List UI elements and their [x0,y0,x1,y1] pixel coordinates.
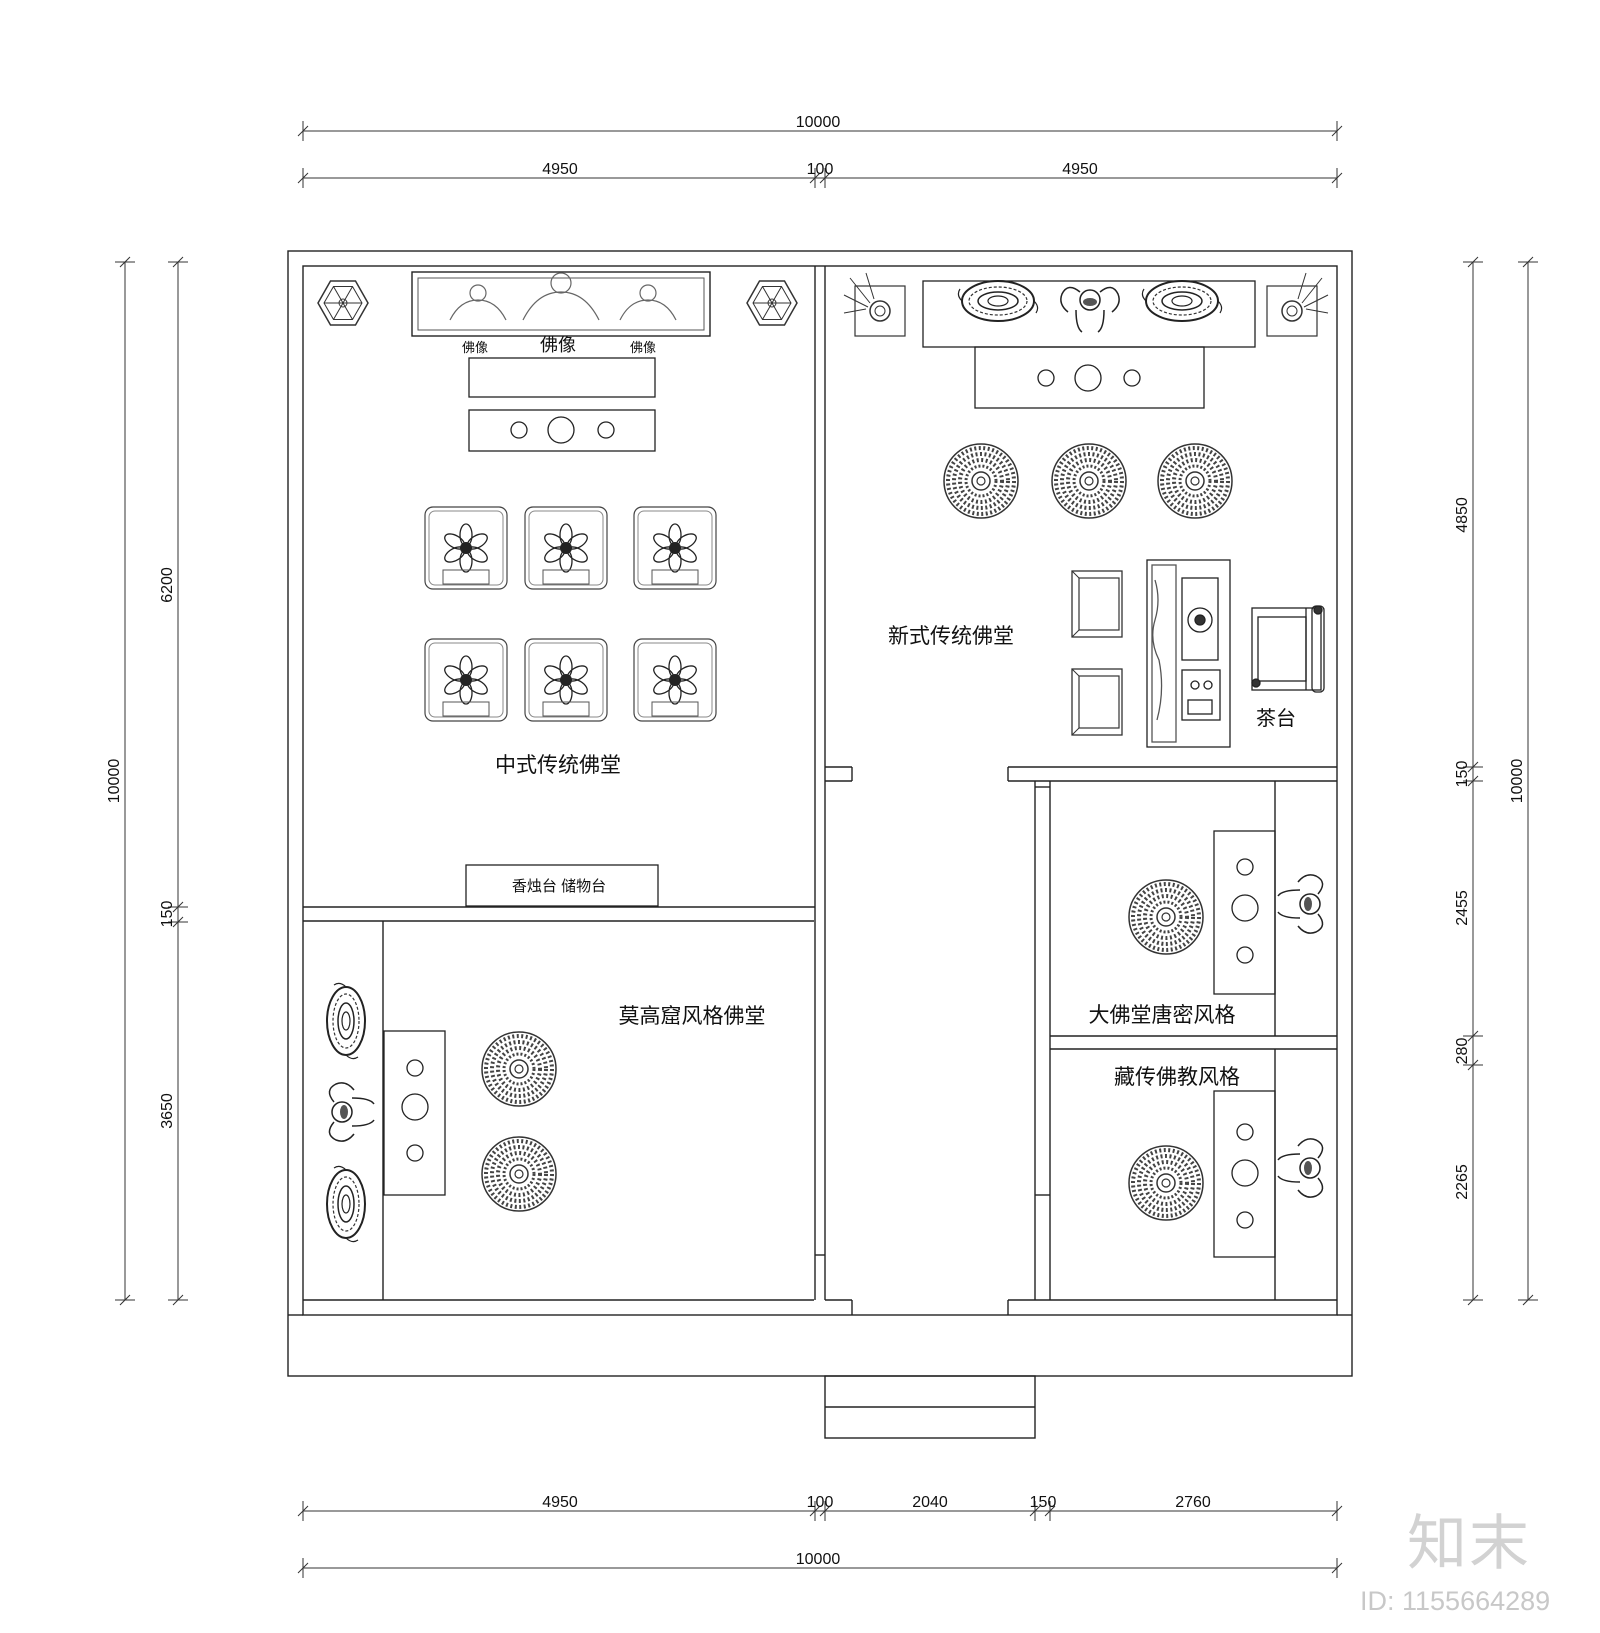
dim-right-upper: 4850 [1454,497,1471,533]
armchair-icon [1251,605,1325,693]
room-tibetan-hall: 藏传佛教风格 [1114,1066,1324,1258]
buddha-figure-icon [1277,1138,1324,1198]
round-cushion-icon [480,1030,558,1108]
dim-right-total: 10000 [1509,759,1526,804]
label-incense-storage: 香烛台 储物台 [512,878,606,895]
walls [287,250,1353,1439]
dim-left-total: 10000 [106,759,123,804]
watermark-id: ID: 1155664289 [1360,1586,1551,1616]
lotus-cushion-icon [633,506,717,590]
dim-right-lower: 2265 [1454,1164,1471,1200]
round-cushion-icon [1127,878,1205,956]
incense-storage-table [465,864,659,907]
buddha-figure-icon [1277,874,1324,934]
room-label-modern: 新式传统佛堂 [888,625,1014,648]
room-label-mogao: 莫高窟风格佛堂 [619,1005,766,1028]
dim-top-total: 10000 [796,114,841,131]
candle-stand-icon [843,272,906,337]
dim-bottom-right: 2760 [1175,1494,1211,1511]
dim-bottom-wall2: 150 [1030,1494,1057,1511]
lotus-cushion-icon [424,506,508,590]
lotus-lamp-icon [957,280,1039,322]
dimension-lines [115,121,1538,1578]
shrine-cabinet [922,280,1256,348]
dim-left-lower: 3650 [159,1093,176,1129]
buddha-figure-icon [1060,286,1120,333]
label-tea-table: 茶台 [1256,707,1296,730]
dim-left-upper: 6200 [159,567,176,603]
dim-bottom-left: 4950 [542,1494,578,1511]
dim-top-wall: 100 [807,161,834,178]
dim-right-wall2: 280 [1454,1038,1471,1065]
dim-right-wall1: 150 [1454,761,1471,788]
dim-right-mid: 2455 [1454,890,1471,926]
offering-table [974,346,1205,409]
room-mogao-hall: 莫高窟风格佛堂 [326,982,766,1243]
room-modern-hall: 新式传统佛堂 茶台 [843,272,1329,748]
room-label-chinese: 中式传统佛堂 [495,754,621,777]
dimension-labels: 10000 4950 100 4950 10000 6200 150 3650 … [106,114,1526,1568]
label-buddha-left: 佛像 [462,340,488,355]
altar-table [468,357,656,398]
hex-lantern-icon [746,280,798,326]
round-cushion-icon [1156,442,1234,520]
dim-bottom-mid: 2040 [912,1494,948,1511]
offering-table [383,1030,446,1196]
room-tang-hall: 大佛堂唐密风格 [1089,830,1324,1027]
lotus-cushion-icon [524,506,608,590]
room-label-tibetan: 藏传佛教风格 [1114,1066,1240,1089]
offering-table [468,409,656,452]
chair-icon [1071,668,1123,736]
dim-bottom-total: 10000 [796,1551,841,1568]
dim-top-right: 4950 [1062,161,1098,178]
lotus-lamp-icon [1141,280,1223,322]
chair-icon [1071,570,1123,638]
offering-table [1213,830,1276,995]
lotus-cushion-icon [524,638,608,722]
offering-table [1213,1090,1276,1258]
lotus-cushion-icon [633,638,717,722]
round-cushion-icon [1127,1144,1205,1222]
lotus-cushion-icon [424,638,508,722]
buddha-statue-icon [449,272,677,321]
dim-bottom-wall1: 100 [807,1494,834,1511]
lotus-lamp-icon [326,982,366,1060]
buddha-figure-icon [328,1082,375,1142]
candle-stand-icon [1266,272,1329,337]
round-cushion-icon [942,442,1020,520]
label-buddha-main: 佛像 [540,335,576,355]
room-chinese-hall: 佛像 佛像 佛像 中式传统佛堂 香烛台 储物台 [317,271,798,907]
round-cushion-icon [480,1135,558,1213]
room-label-tang: 大佛堂唐密风格 [1089,1004,1236,1027]
watermark-brand: 知末 [1407,1509,1531,1579]
tea-table-icon [1146,559,1231,748]
hex-lantern-icon [317,280,369,326]
round-cushion-icon [1050,442,1128,520]
label-buddha-right: 佛像 [630,340,656,355]
lotus-lamp-icon [326,1165,366,1243]
dim-left-wall: 150 [159,901,176,928]
dim-top-left: 4950 [542,161,578,178]
